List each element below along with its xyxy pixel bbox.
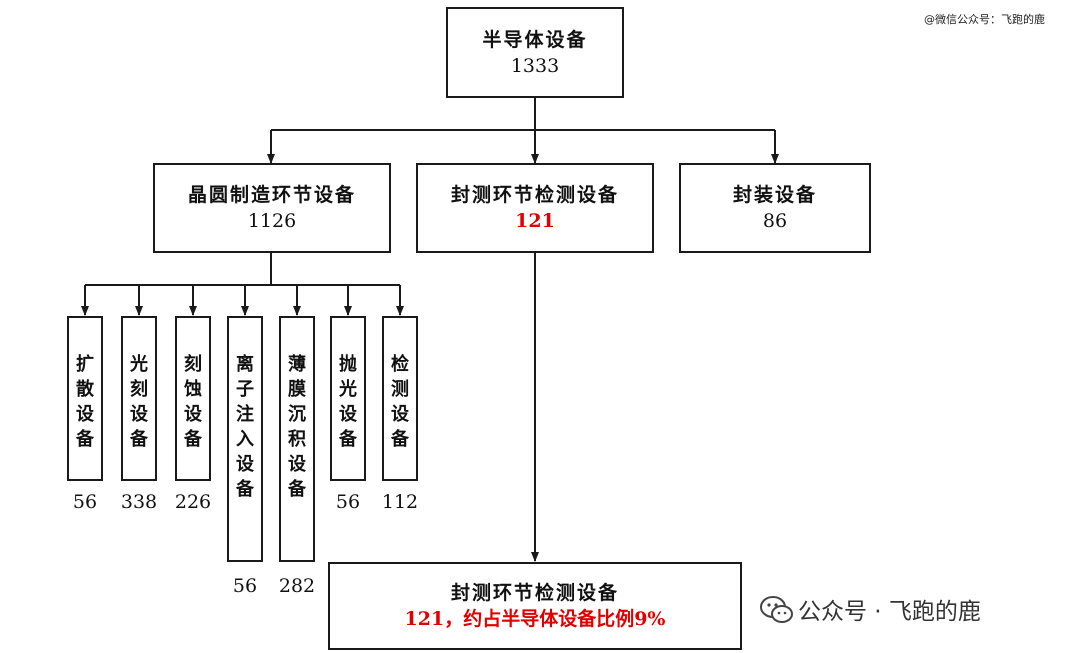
child-value-diffusion: 56 [72, 491, 98, 513]
child-label: 离子注入设备 [235, 354, 254, 500]
root-node: 半导体设备 1333 [446, 7, 624, 98]
summary-node: 封测环节检测设备 121，约占半导体设备比例9% [328, 562, 742, 650]
child-node-ion-implant: 离子注入设备 [227, 316, 263, 562]
test-label: 封测环节检测设备 [450, 184, 619, 206]
test-value: 121 [515, 210, 555, 232]
child-value-deposition: 282 [278, 575, 316, 597]
child-label: 扩散设备 [75, 354, 94, 450]
child-label: 刻蚀设备 [183, 354, 202, 450]
child-node-deposition: 薄膜沉积设备 [279, 316, 315, 562]
package-label: 封装设备 [732, 184, 817, 206]
corner-watermark: @微信公众号：飞跑的鹿 [924, 13, 1045, 26]
child-value-inspection: 112 [381, 491, 419, 513]
child-node-etching: 刻蚀设备 [175, 316, 211, 481]
wechat-icon [760, 595, 794, 631]
child-node-lithography: 光刻设备 [121, 316, 157, 481]
child-node-polishing: 抛光设备 [330, 316, 366, 481]
summary-text: 121，约占半导体设备比例9% [404, 608, 666, 630]
child-value-etching: 226 [174, 491, 212, 513]
child-value-polishing: 56 [335, 491, 361, 513]
child-node-inspection: 检测设备 [382, 316, 418, 481]
bottom-watermark-text: 公众号 · 飞跑的鹿 [798, 599, 981, 625]
bottom-watermark: 公众号 · 飞跑的鹿 [760, 592, 1060, 631]
wafer-value: 1126 [247, 210, 297, 232]
root-label: 半导体设备 [482, 28, 588, 51]
test-node: 封测环节检测设备 121 [416, 163, 654, 253]
child-node-diffusion: 扩散设备 [67, 316, 103, 481]
package-node: 封装设备 86 [679, 163, 871, 253]
child-label: 光刻设备 [129, 354, 148, 450]
summary-label: 封测环节检测设备 [450, 582, 619, 604]
child-value-lithography: 338 [120, 491, 158, 513]
child-label: 抛光设备 [338, 354, 357, 450]
root-value: 1333 [510, 54, 560, 77]
child-label: 检测设备 [390, 354, 409, 450]
wafer-node: 晶圆制造环节设备 1126 [153, 163, 391, 253]
child-label: 薄膜沉积设备 [287, 354, 306, 500]
wafer-label: 晶圆制造环节设备 [187, 184, 356, 206]
package-value: 86 [762, 210, 788, 232]
child-value-ion-implant: 56 [232, 575, 258, 597]
